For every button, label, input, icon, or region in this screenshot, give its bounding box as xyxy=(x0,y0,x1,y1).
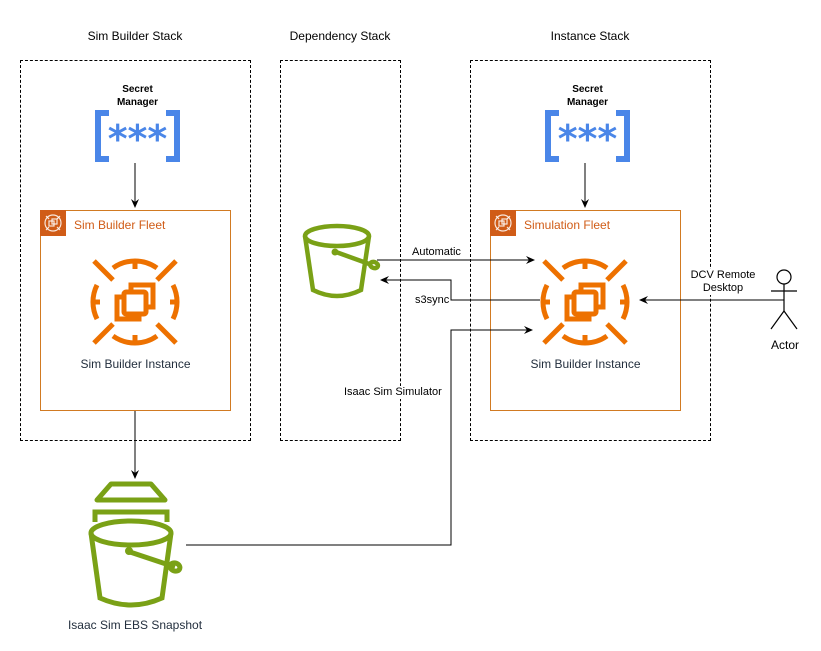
sim-builder-fleet-group[interactable]: Sim Builder Fleet xyxy=(40,210,231,411)
sim-builder-instance-label: Sim Builder Instance xyxy=(80,357,191,371)
secret-manager-icon[interactable]: *** xyxy=(545,110,630,162)
dependency-stack-title: Dependency Stack xyxy=(289,29,391,43)
secret-manager-icon[interactable]: *** xyxy=(95,110,180,162)
sim-builder-fleet-title: Sim Builder Fleet xyxy=(74,218,166,232)
label-line: Manager xyxy=(116,97,159,108)
simulation-fleet-group[interactable]: Simulation Fleet xyxy=(490,210,681,411)
ec2-instance-icon[interactable] xyxy=(533,255,637,349)
s3-bucket-icon[interactable] xyxy=(302,220,384,302)
auto-scaling-group-icon xyxy=(40,210,66,236)
dependency-stack[interactable] xyxy=(280,60,401,441)
actor-label: Actor xyxy=(770,338,799,352)
svg-text:***: *** xyxy=(558,117,618,161)
actor-stick-figure-icon[interactable] xyxy=(766,268,802,332)
edge-label-s3sync: s3sync xyxy=(414,294,451,307)
svg-text:***: *** xyxy=(108,117,168,161)
instance-secret-manager-label: Secret Manager xyxy=(545,83,630,109)
label-line: Secret xyxy=(122,84,153,95)
simulation-fleet-title: Simulation Fleet xyxy=(524,218,611,232)
sim-builder-stack-title: Sim Builder Stack xyxy=(87,29,183,43)
ebs-snapshot-icon[interactable] xyxy=(85,478,187,612)
auto-scaling-group-icon xyxy=(490,210,516,236)
edge-isaac-sim-simulator[interactable] xyxy=(186,326,533,546)
sim-builder-secret-manager-label: Secret Manager xyxy=(95,83,180,109)
edge-label-isaac-sim-simulator: Isaac Sim Simulator xyxy=(343,386,443,399)
edge-s3sync[interactable] xyxy=(380,276,540,301)
label-line: Manager xyxy=(566,97,609,108)
ec2-instance-icon[interactable] xyxy=(83,255,187,349)
edge-label-automatic: Automatic xyxy=(411,246,462,259)
label-line: DCV Remote xyxy=(690,269,756,281)
simulation-instance-label: Sim Builder Instance xyxy=(530,357,641,371)
instance-stack[interactable] xyxy=(470,60,711,441)
label-line: Desktop xyxy=(702,282,744,294)
instance-stack-title: Instance Stack xyxy=(550,29,630,43)
ebs-snapshot-label: Isaac Sim EBS Snapshot xyxy=(67,618,203,632)
label-line: Secret xyxy=(572,84,603,95)
edge-label-dcv-remote-desktop: DCV Remote Desktop xyxy=(686,269,760,295)
